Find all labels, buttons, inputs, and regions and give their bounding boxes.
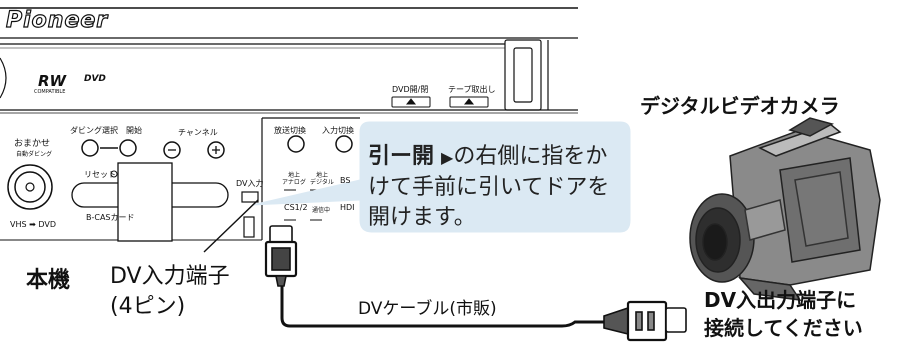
bcas-label: B-CASカード: [86, 213, 135, 222]
camera-label: デジタルビデオカメラ: [640, 94, 840, 118]
start-button: [119, 139, 137, 157]
analog-bottom-label: アナログ: [282, 179, 306, 186]
tape-eject-label: テープ取出し: [448, 85, 496, 94]
tray-buttons: [391, 96, 489, 108]
camera-port-label-2: 接続してください: [704, 316, 863, 340]
rw-logo: RW: [38, 72, 67, 90]
plus-icon: [212, 146, 220, 154]
channel-label: チャンネル: [178, 128, 218, 137]
bs-label: BS: [340, 176, 351, 185]
bcas-card: [117, 162, 173, 242]
rw-logo-sub: COMPATIBLE: [34, 89, 66, 95]
dubbing-select-button: [81, 139, 99, 157]
eject-icon: [405, 98, 417, 105]
vhs-dvd-label: VHS ➡ DVD: [10, 220, 57, 229]
callout-bold: 引ー開: [368, 144, 435, 169]
tsushin-label: 通信中: [312, 207, 331, 214]
camera-port-label-1: DV入出力端子に: [704, 288, 857, 312]
dvd-open-label: DVD開/閉: [392, 85, 429, 94]
analog-top-label: 地上: [288, 172, 301, 179]
cs12-label: CS1/2: [284, 203, 308, 212]
reset-label: リセット: [84, 170, 116, 179]
callout-text: 引ー開 ▶の右側に指をかけて手前に引いてドアを開けます。: [368, 142, 618, 233]
dvd-logo: DVD: [84, 74, 106, 84]
dv-in-panel-label: DV入力: [236, 179, 264, 188]
brand-logo: Pioneer: [5, 7, 109, 33]
eject-icon: [463, 98, 475, 105]
omakase-label: おまかせ: [14, 139, 51, 149]
left-controls: [7, 139, 259, 242]
dv-input-port: [241, 191, 259, 203]
digital-video-camera: [689, 117, 881, 301]
dv-plug-4pin: [264, 225, 298, 287]
callout-rest: の右側に指をかけて手前に引いてドアを開けます。: [368, 144, 610, 230]
omakase-sub-label: 自動ダビング: [16, 151, 53, 158]
arrow-right-icon: ▶: [441, 148, 454, 167]
input-switch-label: 入力切換: [322, 126, 354, 135]
digital-bottom-label: デジタル: [310, 179, 334, 186]
digital-top-label: 地上: [316, 172, 329, 179]
cable-label: DVケーブル(市販): [358, 299, 497, 319]
callout-bubble: [251, 121, 631, 233]
dubbing-select-label: ダビング選択: [70, 126, 118, 135]
dv-terminal-pin-label: (4ピン): [110, 294, 186, 319]
dv-terminal-leader: [203, 199, 259, 253]
main-unit-label: 本機: [26, 268, 71, 293]
hdmi-label: HDI: [340, 203, 355, 212]
broadcast-switch-label: 放送切換: [274, 126, 306, 135]
start-label: 開始: [126, 126, 142, 135]
dv-plug-camera: [603, 300, 687, 342]
dv-cable: [280, 280, 622, 328]
dv-terminal-label: DV入力端子: [110, 264, 230, 289]
